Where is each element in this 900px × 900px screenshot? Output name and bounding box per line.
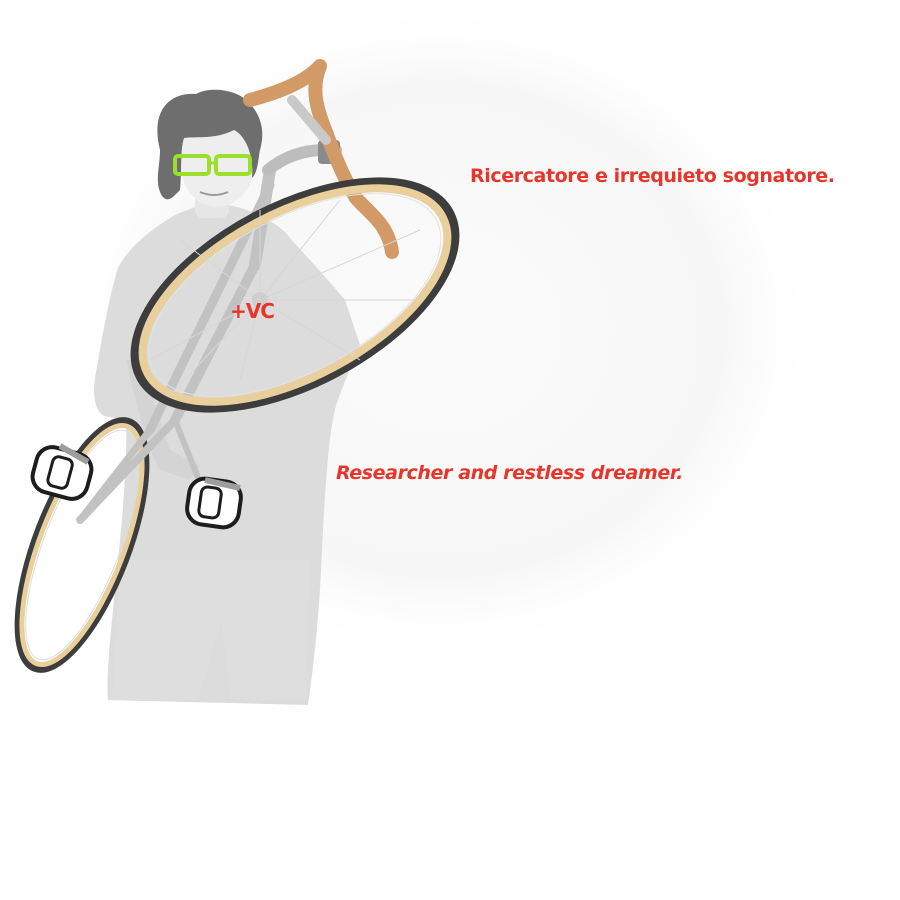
- pedal-icon: [30, 443, 243, 530]
- bicycle-icon: +VC: [14, 59, 460, 673]
- person-hair: [157, 89, 263, 200]
- person-silhouette: [94, 89, 360, 705]
- front-wheel: [130, 177, 460, 413]
- handlebar-bar: [287, 95, 331, 145]
- wheel-hub: [252, 292, 268, 308]
- glasses-icon: [173, 154, 252, 176]
- tagline-italian: Ricercatore e irrequieto sognatore.: [470, 165, 835, 187]
- tagline-english: Researcher and restless dreamer.: [336, 462, 683, 484]
- person-legs: [112, 560, 310, 700]
- lower-wheel: [14, 417, 150, 673]
- person-mouth: [199, 191, 229, 196]
- pedal-right: [185, 476, 243, 530]
- wheel-spokes: [149, 199, 421, 396]
- logo-mark: +VC: [230, 299, 274, 323]
- handlebar-tape: [243, 59, 399, 259]
- pedal-left: [30, 443, 94, 501]
